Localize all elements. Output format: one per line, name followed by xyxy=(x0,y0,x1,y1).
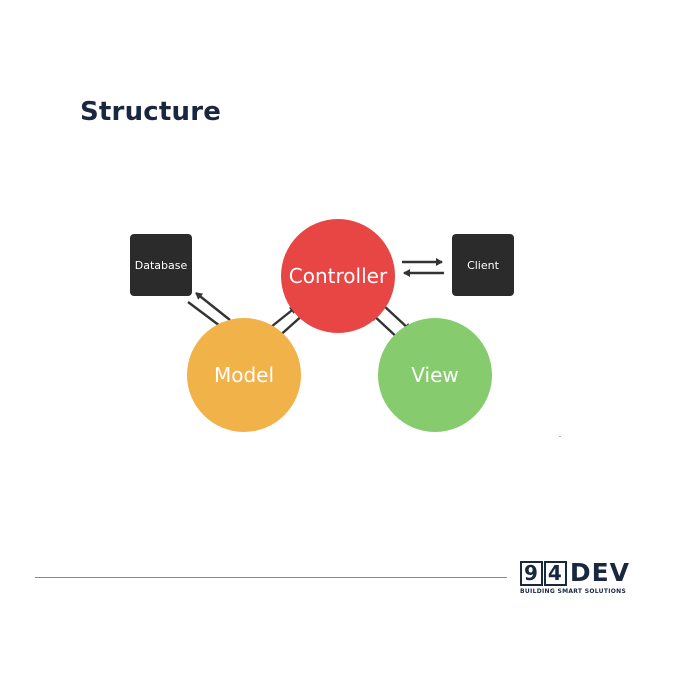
logo-digit-4: 4 xyxy=(543,560,567,586)
company-logo: 9 4 DEV BUILDING SMART SOLUTIONS xyxy=(520,560,650,600)
controller-node: Controller xyxy=(281,219,395,333)
database-node: Database xyxy=(130,234,192,296)
view-label: View xyxy=(411,363,459,387)
client-label: Client xyxy=(467,258,499,272)
logo-tagline: BUILDING SMART SOLUTIONS xyxy=(520,588,627,595)
stray-mark xyxy=(559,436,561,437)
slide-title: Structure xyxy=(80,97,222,127)
database-label: Database xyxy=(134,258,188,272)
model-label: Model xyxy=(213,363,275,387)
view-node: View xyxy=(378,318,492,432)
logo-wordmark: DEV xyxy=(569,558,631,587)
arrow-model-to-database xyxy=(195,292,231,321)
logo-digit-9: 9 xyxy=(520,560,543,586)
logo-mark: 9 4 DEV xyxy=(520,560,650,586)
controller-label: Controller xyxy=(288,264,388,288)
model-node: Model xyxy=(187,318,301,432)
footer-divider xyxy=(35,577,507,578)
client-node: Client xyxy=(452,234,514,296)
arrows-controller-client xyxy=(402,258,444,277)
